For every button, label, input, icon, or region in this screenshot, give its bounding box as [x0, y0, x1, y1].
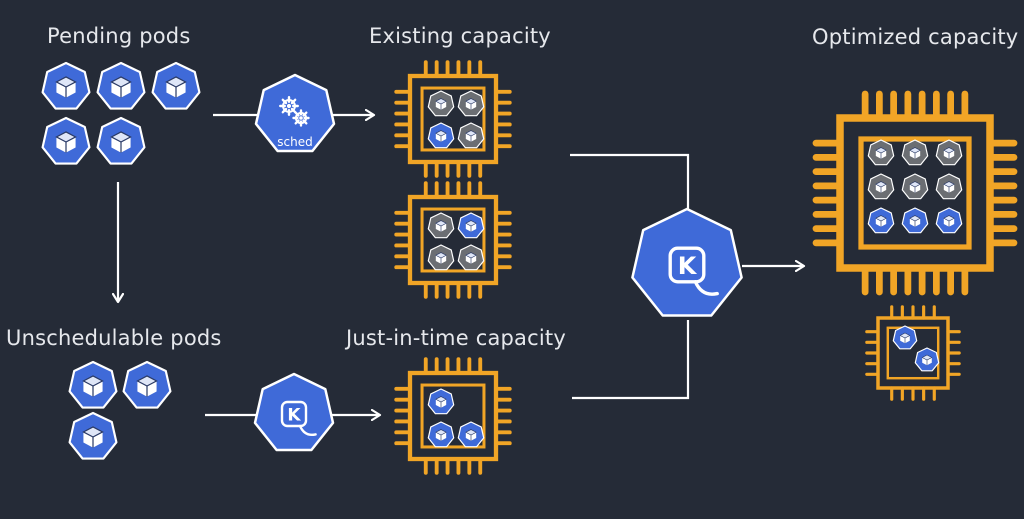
pods-layer [41, 61, 963, 460]
existing-node-2-pod-icon [457, 212, 485, 239]
jit-node-pod-icon [427, 421, 455, 448]
existing-node-2-pod-icon [457, 244, 485, 271]
existing-node-1-pod-icon [457, 122, 485, 149]
optimized-large-node-pod-icon [901, 139, 929, 166]
existing-node-2-pod-icon [427, 212, 455, 239]
optimized-small-node-pod-icon [892, 325, 918, 350]
existing-node-1-pod-icon [427, 122, 455, 149]
existing-node-1-chip-icon [394, 60, 512, 178]
pending-pod-icon [96, 61, 146, 110]
connectors [118, 115, 804, 415]
karpenter-jit-icon: K [253, 372, 335, 452]
optimized-large-node-pod-icon [935, 139, 963, 166]
pending-pod-icon [41, 116, 91, 165]
optimized-large-node-pod-icon [935, 173, 963, 200]
optimized-large-node-pod-icon [867, 207, 895, 234]
line-existing-to-karpenter [570, 153, 690, 210]
optimized-large-node-pod-icon [935, 207, 963, 234]
jit-node-chip-icon [394, 357, 512, 475]
optimized-large-node-pod-icon [867, 139, 895, 166]
pending-pods-label: Pending pods [47, 24, 191, 48]
nodes-layer [394, 60, 1018, 475]
existing-node-2-chip-icon [394, 181, 512, 299]
line-jit-to-karpenter [572, 320, 690, 400]
karpenter-letter: K [678, 252, 698, 280]
existing-node-1-pod-icon [427, 90, 455, 117]
unschedulable-pods-label: Unschedulable pods [6, 326, 222, 350]
jit-node-pod-icon [457, 421, 485, 448]
optimized-small-node-pod-icon [914, 347, 940, 372]
kube-scheduler-icon: sched [254, 73, 336, 153]
jit-node-pod-icon [427, 388, 455, 415]
optimized-large-node-pod-icon [901, 207, 929, 234]
pending-pod-icon [96, 116, 146, 165]
existing-node-1-pod-icon [457, 90, 485, 117]
unschedulable-pod-icon [122, 360, 172, 409]
karpenter-letter: K [287, 406, 301, 426]
scheduler-label: sched [277, 135, 312, 149]
optimized-capacity-label: Optimized capacity [812, 25, 1019, 49]
just-in-time-capacity-label: Just-in-time capacity [346, 326, 566, 350]
optimized-small-node-chip-icon [865, 305, 961, 401]
existing-capacity-label: Existing capacity [369, 24, 551, 48]
optimized-large-node-chip-icon [812, 90, 1018, 296]
unschedulable-pod-icon [68, 360, 118, 409]
optimized-large-node-pod-icon [867, 173, 895, 200]
optimized-large-node-pod-icon [901, 173, 929, 200]
unschedulable-pod-icon [68, 411, 118, 460]
pending-pod-icon [41, 61, 91, 110]
existing-node-2-pod-icon [427, 244, 455, 271]
pending-pod-icon [151, 61, 201, 110]
karpenter-consolidation-icon: K [631, 207, 743, 317]
